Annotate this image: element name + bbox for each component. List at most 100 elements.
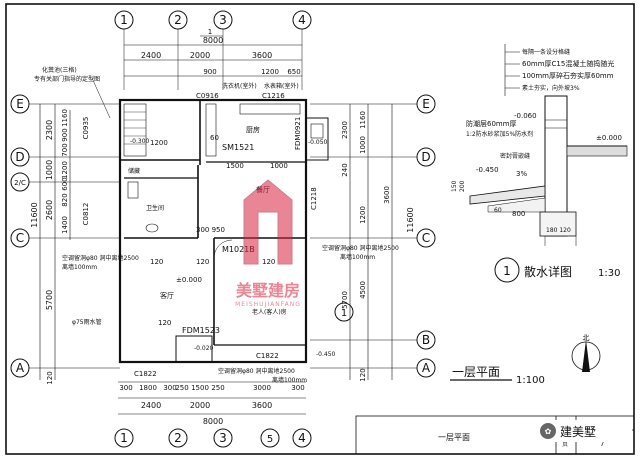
air-hole-bottom-b: 离墙100mm [272,376,307,384]
brand-badge-icon: ✿ [545,427,552,436]
grid-left-2C: 2/C [14,179,26,187]
label-fdm1523: FDM1523 [182,326,220,335]
room-living: 客厅 [160,291,174,300]
grid-left-D: D [15,150,24,164]
left-dim-900: 900 [61,128,69,141]
bot-dim-8000: 8000 [203,417,223,426]
grid-right-B: B [422,333,430,347]
label-m1021b: M1021B [222,245,255,254]
left-dim-120: 120 [46,371,54,384]
top-dim-900: 900 [203,68,216,76]
detail-scale: 1:30 [598,268,620,279]
right-dim-120: 120 [359,368,367,381]
left-dim-2600: 2600 [45,200,54,220]
label-1200: 1200 [150,139,168,147]
grid-top-2: 2 [174,13,182,27]
left-dim-700: 700 [61,143,69,156]
bot-dim-300a: 300 [119,384,132,392]
elev-n0450: -0.450 [316,351,336,358]
bot-dim-300c: 300 [291,384,304,392]
window-c0812: C0812 [82,203,90,226]
label-120-d: 120 [158,319,171,327]
brand-badge-text: 建美墅 [560,425,596,439]
detail-note-4: 素土夯实，向外坡3% [522,84,580,92]
detail-note-3: 100mm厚碎石夯实厚60mm [522,71,614,80]
bot-dim-1500: 1500 [191,384,209,392]
detail-note-1: 每隔一条设分格缝 [522,48,570,56]
label-300950: 300 950 [196,226,225,234]
grid-top-1: 1 [120,13,128,27]
north-label: 北 [583,334,590,342]
titleblock-page: 7 [600,440,604,448]
detail-callout [334,302,354,322]
top-dim-3600: 3600 [252,51,272,60]
titleblock-field2: 页 [562,441,568,448]
window-c0916: C0916 [196,92,219,100]
detail-dim-800: 800 [512,210,525,218]
bot-dim-3000: 3000 [253,384,271,392]
elev-n0020: -0.020 [194,345,214,352]
detail-seal: 密封膏嵌缝 [500,152,530,160]
titleblock-name: 一层平面 [438,433,470,442]
bot-dim-300b: 300 [163,384,176,392]
right-dim-2300: 2300 [341,121,349,139]
air-hole-right-b: 离墙100mm [340,253,375,261]
top-dim-total: 8000 [203,36,223,45]
left-note-septic-sub: 专有关部门指导的定型图 [34,75,100,83]
label-120-c: 120 [262,258,275,266]
detail-dim-180-120: 180 120 [546,227,571,234]
left-dim-11600: 11600 [30,202,39,227]
label-c1822-right: C1822 [256,352,279,360]
top-dim-650: 650 [287,68,300,76]
label-120-a: 120 [150,258,163,266]
right-dim-240: 240 [341,163,349,176]
left-dim-1000: 1000 [45,160,54,180]
brand-badge: ✿ 建美墅 [536,420,632,442]
room-guest: 老人(客人)房 [252,308,287,316]
left-dim-2300: 2300 [45,120,54,140]
left-dim-1160: 1160 [61,109,69,127]
watermark: 美墅建房 MEISHUJIANFANG [235,179,300,308]
window-c0935: C0935 [82,117,90,140]
north-arrow-icon [571,340,601,372]
room-kitchen: 厨房 [246,125,260,134]
grid-top-3: 3 [219,13,227,27]
bot-dim-3600: 3600 [252,401,272,410]
drain-pipe: φ75雨水管 [72,318,102,326]
top-dim-2400: 2400 [141,51,161,60]
top-note-meter: 水表箱(室外) [264,82,299,90]
detail-dim-150: 150 [451,180,458,192]
air-hole-bottom: 空调留洞φ80 洞中离地2500 [218,367,295,375]
window-c1216: C1216 [262,92,285,100]
detail-number: 1 [503,264,511,278]
plan-scale: 1:100 [516,375,545,386]
bot-dim-1800: 1800 [139,384,157,392]
top-dimensions [124,35,302,77]
grid-right-E: E [422,97,430,111]
top-note-washer: 洗衣机(室外) [222,82,257,90]
grid-bottom-4: 4 [298,431,306,445]
right-dim-4500: 4500 [359,281,367,299]
left-grid-bubbles: E D 2/C C A [10,94,30,378]
plan-title: 一层平面 [452,365,500,379]
room-storage: 储藏 [128,167,140,175]
top-dim-span23: 1 [208,28,212,36]
detail-waterproof-2: 1:2防水砂浆加5%防水剂 [466,130,533,138]
air-hole-left: 空调留洞φ80 洞中离地2500 [62,254,139,262]
bot-dim-2400: 2400 [141,401,161,410]
top-dim-1200: 1200 [261,68,279,76]
room-bath: 卫生间 [146,204,164,212]
left-dim-820: 820 [61,193,69,206]
elev-n0050: -0.050 [308,139,328,146]
top-dim-2000: 2000 [190,51,210,60]
grid-left-A: A [16,361,25,375]
label-60: 60 [210,134,219,142]
bottom-grid-bubbles: 1 2 3 5 4 [114,428,312,448]
detail-callout-number: 1 [341,308,347,319]
right-dim-1160: 1160 [359,111,367,129]
detail-slope: 3% [516,170,527,178]
right-dim-11600: 11600 [406,207,415,232]
detail-elev-zero: ±0.000 [596,134,622,142]
detail-elev-low: -0.450 [476,166,499,174]
